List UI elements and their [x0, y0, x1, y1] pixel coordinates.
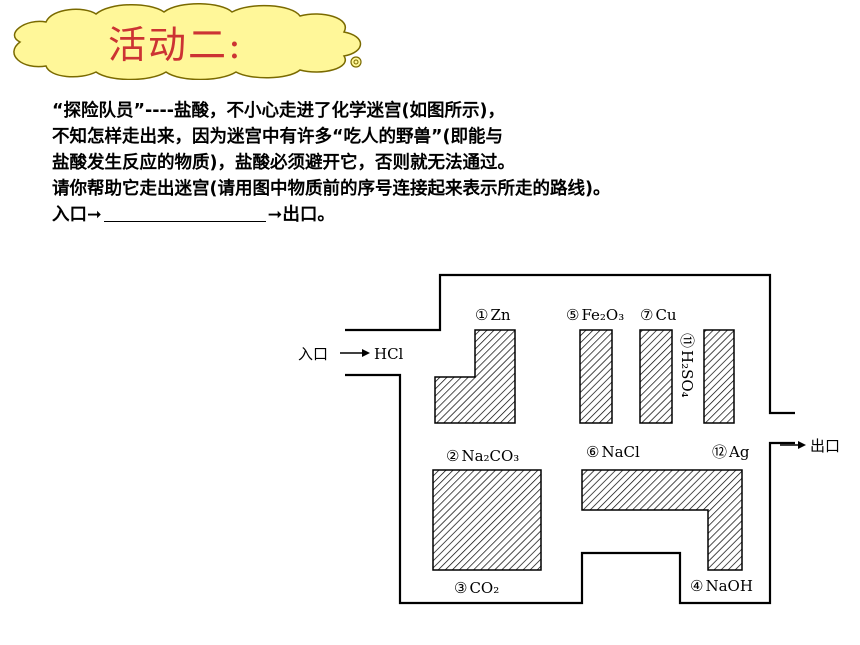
- maze-outer-wall: [345, 273, 795, 605]
- block-cu: [639, 329, 673, 424]
- cloud-curl-icon: [350, 56, 362, 68]
- entrance-label: 入口: [298, 345, 328, 363]
- answer-line: 入口➞ ➞出口。: [52, 202, 842, 228]
- block-h2so4: [703, 329, 735, 424]
- block-nacl: [581, 469, 743, 571]
- activity-banner: [13, 3, 362, 80]
- entrance-reagent: HCl: [374, 345, 404, 363]
- label-h2so4: ⑪H₂SO₄: [678, 333, 696, 398]
- exit-arrow-head: [798, 441, 806, 449]
- entrance-arrow-head: [362, 349, 370, 357]
- text-line-2: 不知怎样走出来，因为迷宫中有许多“吃人的野兽”(即能与: [52, 127, 503, 147]
- exit-label: 出口: [810, 437, 840, 455]
- problem-text: “探险队员”----盐酸，不小心走进了化学迷宫(如图所示)， 不知怎样走出来，因…: [52, 98, 842, 228]
- answer-suffix: ➞出口。: [267, 205, 335, 225]
- cloud-shape: [13, 3, 362, 80]
- banner-title: 活动二:: [108, 23, 243, 67]
- answer-blank[interactable]: [103, 203, 266, 222]
- block-na2co3: [432, 469, 542, 571]
- answer-prefix: 入口➞: [52, 205, 102, 225]
- block-fe2o3: [579, 329, 613, 424]
- text-line-4: 请你帮助它走出迷宫(请用图中物质前的序号连接起来表示所走的路线)。: [52, 179, 611, 199]
- text-line-1: “探险队员”----盐酸，不小心走进了化学迷宫(如图所示)，: [52, 101, 506, 121]
- block-zn: [434, 329, 516, 424]
- text-line-3: 盐酸发生反应的物质)，盐酸必须避开它，否则就无法通过。: [52, 153, 515, 173]
